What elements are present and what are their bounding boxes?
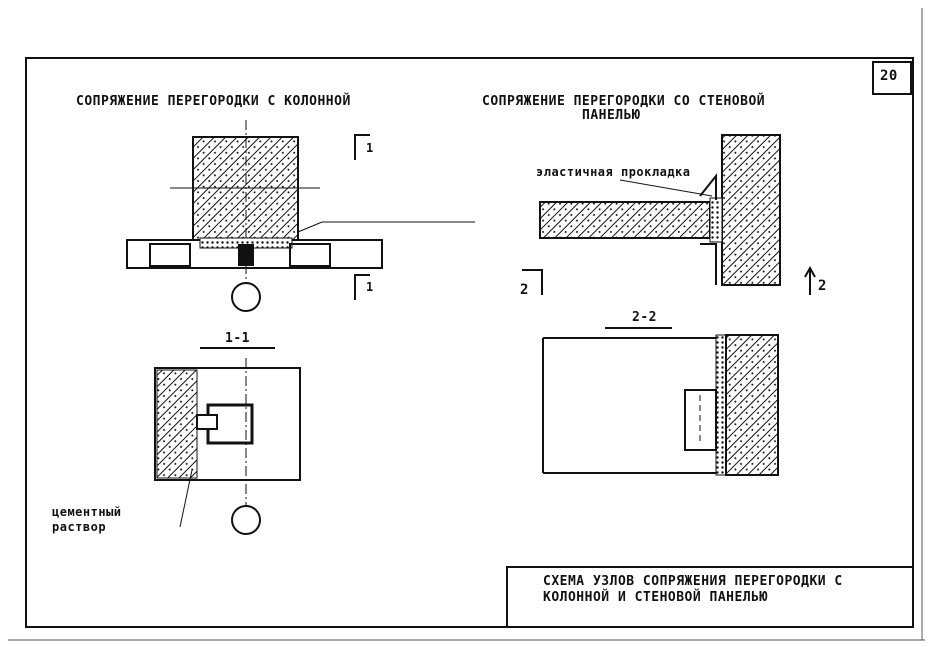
right-detail-title-line2: ПАНЕЛЬЮ <box>582 108 641 123</box>
section-mark-1-top: 1 <box>366 141 374 155</box>
column-plan <box>126 120 475 312</box>
section-1-1-title: 1-1 <box>225 331 250 346</box>
section-mark-2-left: 2 <box>520 282 529 298</box>
section-mark-2-right: 2 <box>818 278 827 294</box>
right-detail-title-line1: СОПРЯЖЕНИЕ ПЕРЕГОРОДКИ СО СТЕНОВОЙ <box>482 94 766 109</box>
section-2-2-title: 2-2 <box>632 310 657 325</box>
sheet-frame <box>25 57 914 628</box>
title-block-line2: КОЛОННОЙ И СТЕНОВОЙ ПАНЕЛЬЮ <box>543 590 768 605</box>
section-mark-1-bottom: 1 <box>366 280 374 294</box>
title-block-line1: СХЕМА УЗЛОВ СОПРЯЖЕНИЯ ПЕРЕГОРОДКИ С <box>543 574 843 589</box>
sheet-number-box <box>872 61 912 95</box>
section-1-1 <box>154 347 301 535</box>
mortar-label-line1: цементный <box>52 505 122 519</box>
mortar-label-line2: раствор <box>52 520 107 534</box>
sheet-number: 20 <box>880 68 898 84</box>
title-block-frame <box>506 566 914 628</box>
gasket-label: эластичная прокладка <box>536 165 691 179</box>
wall-panel-plan <box>522 134 816 295</box>
section-2-2 <box>542 327 779 476</box>
left-detail-title: СОПРЯЖЕНИЕ ПЕРЕГОРОДКИ С КОЛОННОЙ <box>76 94 351 109</box>
